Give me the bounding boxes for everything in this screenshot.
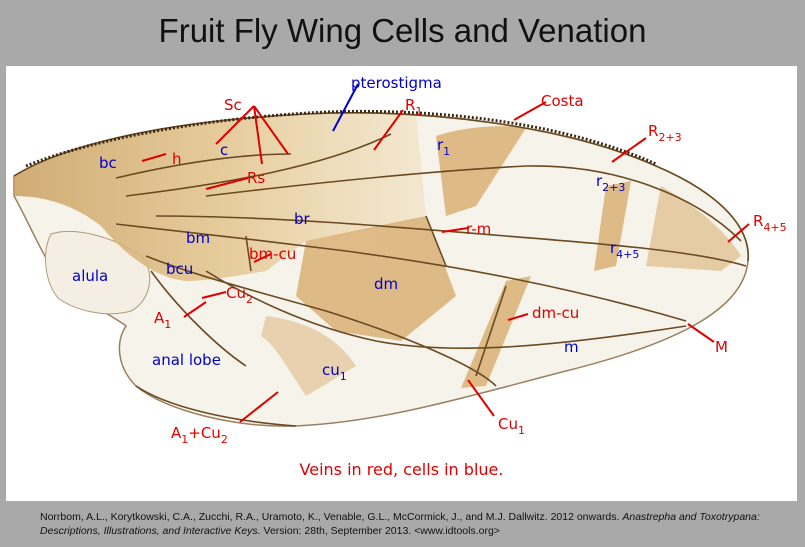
vein-label-costa: Costa [541, 92, 584, 110]
citation-version: Version: 28th, September 2013. <www.idto… [263, 525, 500, 537]
vein-label-a1-sub: 1 [164, 318, 171, 331]
cell-label-r45-sub: 4+5 [616, 248, 639, 261]
vein-label-a1cu2-s2: 2 [221, 433, 228, 446]
vein-label-a1-main: A [154, 309, 165, 327]
cell-label-alula: alula [72, 267, 108, 285]
vein-label-a1: A1 [154, 309, 171, 331]
wing-veins [13, 112, 749, 427]
cell-label-r45-main: r [610, 239, 617, 257]
vein-label-cu2: Cu2 [226, 284, 253, 306]
vein-label-rs: Rs [247, 169, 265, 187]
cell-label-m: m [564, 338, 579, 356]
vein-label-r1: R1 [405, 96, 422, 118]
vein-label-r1-main: R [405, 96, 415, 114]
vein-label-cu1-main: Cu [498, 415, 518, 433]
cell-label-anal-lobe: anal lobe [152, 351, 221, 369]
vein-label-bmcu: bm-cu [249, 245, 296, 263]
cell-label-r45: r4+5 [610, 239, 639, 261]
cell-label-r23-sub: 2+3 [602, 181, 625, 194]
cell-label-bc: bc [99, 154, 117, 172]
wing-base-pigment [14, 112, 426, 281]
wing-figure-panel: Sc h Rs R1 Costa R2+3 R4+5 r-m bm-cu Cu2… [6, 66, 797, 501]
wing-pattern-bands [261, 126, 741, 396]
vein-label-cu2-main: Cu [226, 284, 246, 302]
vein-label-r45-sub: 4+5 [763, 221, 786, 234]
vein-label-sc: Sc [224, 96, 242, 114]
vein-label-m: M [715, 338, 728, 356]
cell-label-cu1: cu1 [322, 361, 347, 383]
vein-label-cu1-sub: 1 [518, 424, 525, 437]
vein-label-a1cu2-b: +Cu [188, 424, 221, 442]
vein-label-h: h [172, 150, 182, 168]
cell-labels: pterostigma bc c r1 r2+3 r4+5 br bm bcu … [72, 74, 639, 383]
vein-label-r45-main: R [753, 212, 763, 230]
alula-lobe [45, 230, 151, 315]
vein-label-rm: r-m [466, 220, 491, 238]
vein-label-a1cu2-s1: 1 [181, 433, 188, 446]
figure-caption: Veins in red, cells in blue. [299, 460, 504, 479]
cell-label-bm: bm [186, 229, 210, 247]
citation-authors: Norrbom, A.L., Korytkowski, C.A., Zucchi… [40, 511, 620, 523]
cell-label-r1-main: r [437, 136, 444, 154]
vein-label-r1-sub: 1 [415, 105, 422, 118]
cell-label-c: c [220, 141, 228, 159]
cell-label-cu1-main: cu [322, 361, 340, 379]
cell-label-r23-main: r [596, 172, 603, 190]
figure-title: Fruit Fly Wing Cells and Venation [158, 12, 647, 49]
cell-label-r1-sub: 1 [443, 145, 450, 158]
vein-label-a1cu2-a: A [171, 424, 182, 442]
pterostigma-pointer [332, 83, 359, 132]
vein-label-cu2-sub: 2 [246, 293, 253, 306]
vein-label-dmcu: dm-cu [532, 304, 579, 322]
cell-label-dm: dm [374, 275, 398, 293]
cell-label-r23: r2+3 [596, 172, 625, 194]
cell-label-bcu: bcu [166, 260, 193, 278]
citation-credit: Norrbom, A.L., Korytkowski, C.A., Zucchi… [40, 510, 780, 538]
vein-label-cu1: Cu1 [498, 415, 525, 437]
vein-labels: Sc h Rs R1 Costa R2+3 R4+5 r-m bm-cu Cu2… [154, 92, 787, 446]
cell-label-br: br [294, 210, 311, 228]
vein-label-r23-sub: 2+3 [658, 131, 681, 144]
cell-label-cu1-sub: 1 [340, 370, 347, 383]
citation-work-title: Anastrepha and Toxotrypana: Descriptions… [40, 511, 760, 537]
vein-label-r23-main: R [648, 122, 658, 140]
vein-label-a1cu2: A1+Cu2 [171, 424, 228, 446]
wing-diagram: Sc h Rs R1 Costa R2+3 R4+5 r-m bm-cu Cu2… [13, 74, 787, 446]
pterostigma-label: pterostigma [351, 74, 442, 92]
vein-pointer-lines [141, 101, 750, 423]
cell-label-r1: r1 [437, 136, 450, 158]
vein-label-r45: R4+5 [753, 212, 787, 234]
vein-label-r23: R2+3 [648, 122, 682, 144]
